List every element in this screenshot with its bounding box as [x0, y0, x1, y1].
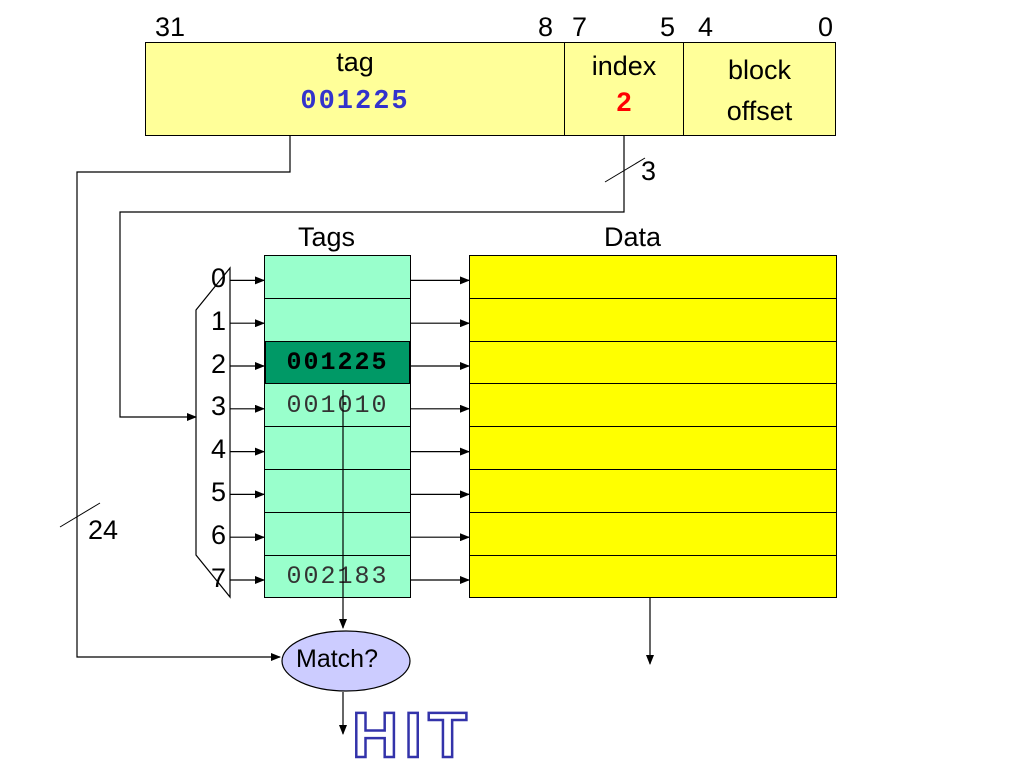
row-index-6: 6: [211, 519, 227, 550]
data-row-7: [470, 554, 836, 598]
row-index-5: 5: [211, 477, 227, 507]
index-width-slash: [604, 157, 646, 183]
tag-row-3: 001010: [265, 383, 410, 426]
row-index-0: 0: [211, 263, 227, 293]
tag-row-0: [265, 255, 410, 298]
address-index-field: index 2: [564, 42, 684, 136]
index-field-value: 2: [616, 87, 632, 117]
address-tag-field: tag 001225: [145, 42, 565, 136]
tag-width-label: 24: [88, 515, 119, 545]
data-row-6: [470, 511, 836, 555]
index-width-label: 3: [641, 156, 657, 186]
bit-label-4: 4: [698, 12, 714, 42]
hit-result: HIT: [352, 699, 473, 768]
row-index-7: 7: [211, 562, 227, 593]
row-index-2: 2: [211, 348, 227, 379]
row-index-3: 3: [211, 391, 227, 422]
tag-row-7: 002183: [265, 554, 410, 598]
data-row-2: [470, 340, 836, 384]
tag-row-5: [265, 469, 410, 512]
tag-field-label: tag: [336, 47, 374, 77]
index-field-label: index: [591, 51, 657, 81]
match-label: Match?: [296, 645, 378, 673]
data-row-4: [470, 426, 836, 469]
tag-wire: [76, 136, 291, 661]
bit-label-31: 31: [155, 12, 186, 42]
bit-label-7: 7: [572, 12, 588, 42]
tag-row-2: 001225: [265, 340, 410, 384]
data-row-0: [470, 255, 836, 298]
data-row-3: [470, 383, 836, 426]
address-offset-field: block offset: [683, 42, 836, 136]
bit-label-8: 8: [538, 12, 554, 42]
tag-row-1: [265, 297, 410, 341]
row-index-4: 4: [211, 434, 227, 465]
tag-row-4: [265, 426, 410, 469]
row-index-1: 1: [211, 305, 227, 336]
bit-label-0: 0: [818, 12, 834, 42]
offset-field-label-2: offset: [726, 96, 793, 126]
tag-row-6: [265, 511, 410, 555]
tag-field-value: 001225: [300, 87, 410, 117]
data-row-5: [470, 469, 836, 512]
offset-field-label-1: block: [727, 55, 792, 85]
bit-label-5: 5: [660, 12, 676, 42]
data-row-1: [470, 297, 836, 341]
data-header: Data: [604, 222, 662, 252]
tags-header: Tags: [298, 222, 356, 252]
